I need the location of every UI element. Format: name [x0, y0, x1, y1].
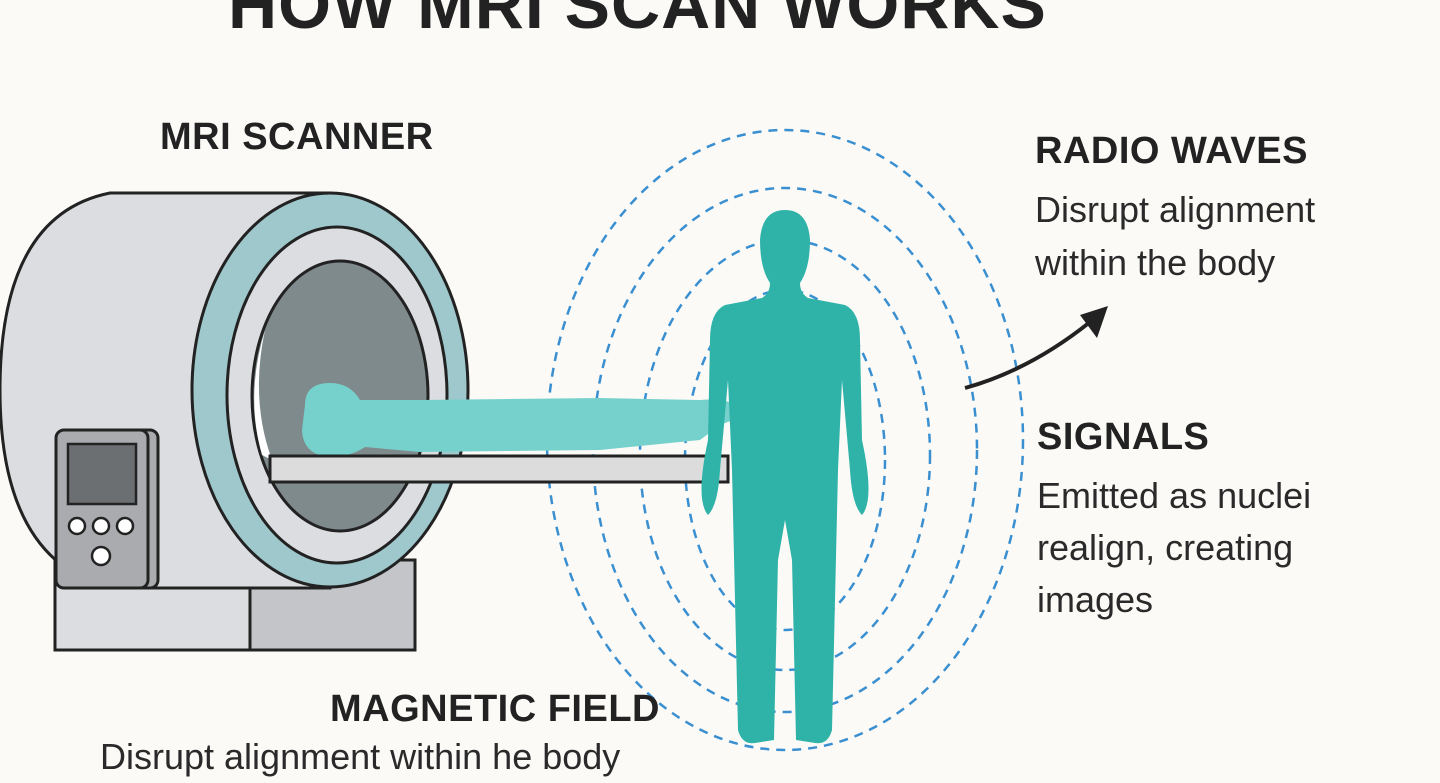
control-panel-screen — [66, 442, 138, 506]
radio-waves-heading: RADIO WAVES — [1035, 130, 1308, 172]
magnetic-field-text: Disrupt alignment within he body — [100, 736, 621, 777]
panel-button — [67, 516, 87, 536]
bore-highlight — [254, 330, 272, 460]
scanner-label: MRI SCANNER — [160, 116, 434, 158]
page-title: HOW MRI SCAN WORKS — [228, 0, 1047, 43]
lying-patient — [302, 383, 735, 457]
signals-heading: SIGNALS — [1037, 416, 1210, 458]
patient-table — [268, 454, 730, 484]
signals-line-1: Emitted as nuclei — [1037, 475, 1312, 516]
magnetic-field-heading: MAGNETIC FIELD — [330, 688, 660, 730]
signals-line-2: realign, creating — [1037, 527, 1294, 568]
panel-button — [91, 516, 111, 536]
panel-button — [90, 545, 112, 567]
field-line-2 — [591, 186, 979, 714]
radio-waves-line-1: Disrupt alignment — [1035, 189, 1316, 230]
signals-line-3: images — [1037, 579, 1154, 620]
standing-person — [701, 210, 869, 744]
radio-waves-line-2: within the body — [1035, 242, 1276, 283]
panel-button — [115, 516, 135, 536]
mri-diagram — [0, 128, 1108, 752]
arrow-icon — [964, 306, 1108, 390]
